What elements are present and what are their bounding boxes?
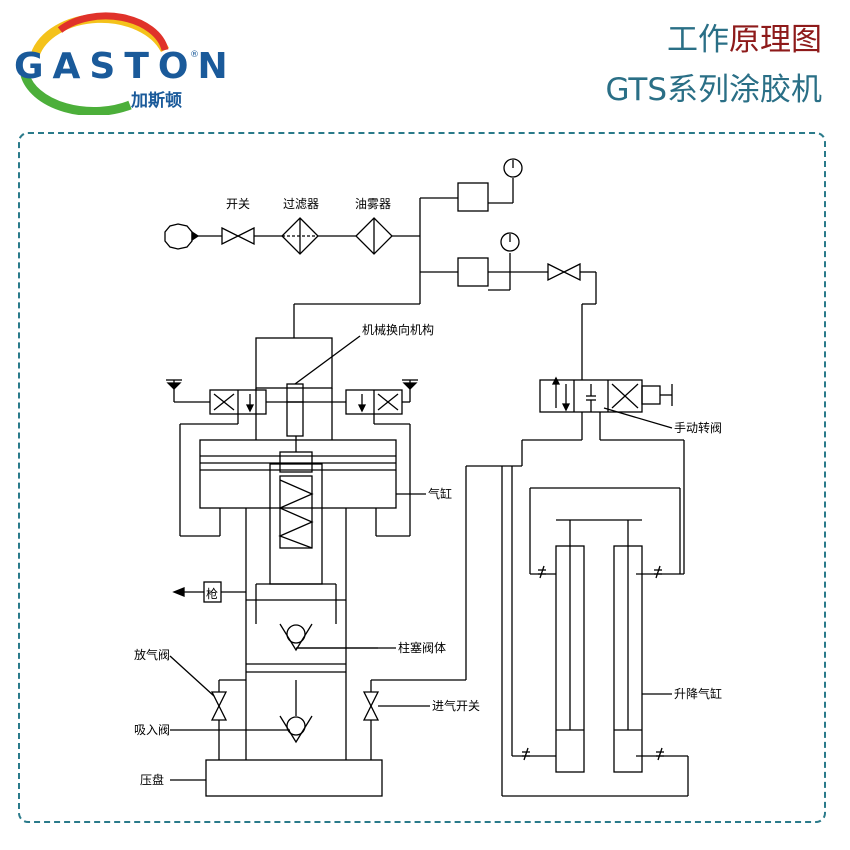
- label-oil-mist: 油雾器: [355, 197, 391, 211]
- right-reversing-valve-icon: [345, 389, 403, 415]
- lift-cylinder-left: [555, 520, 585, 773]
- label-plunger-valve: 柱塞阀体: [398, 640, 446, 655]
- suction-valve-icon: [279, 715, 313, 744]
- title-part2: 原理图: [729, 22, 822, 58]
- left-reversing-valve-icon: [209, 389, 267, 415]
- air-inlet-switch-icon: [362, 691, 380, 721]
- oil-mist-icon: [355, 217, 393, 255]
- label-cylinder: 气缸: [428, 486, 452, 501]
- label-switch: 开关: [226, 197, 250, 211]
- label-manual-valve: 手动转阀: [674, 420, 722, 435]
- switch-valve-icon: [221, 226, 255, 246]
- logo-arc: [20, 12, 169, 115]
- diagram-frame: [18, 132, 826, 823]
- upper-regulator-icon: [457, 158, 523, 212]
- lower-regulator-icon: [457, 232, 548, 291]
- trademark-symbol: ®: [190, 50, 199, 60]
- label-filter: 过滤器: [283, 197, 319, 211]
- bleed-valve-icon: [210, 691, 228, 721]
- flow-control-marks: [522, 565, 664, 761]
- press-plate: [205, 759, 383, 797]
- lift-cylinder-right: [613, 520, 643, 773]
- page-title: 工作原理图: [667, 14, 822, 59]
- title-part1: 工作: [667, 22, 729, 58]
- page-subtitle: GTS系列涂胶机: [605, 72, 822, 108]
- label-mechanical-reversing: 机械换向机构: [362, 322, 434, 337]
- label-lift-cylinder: 升降气缸: [674, 686, 722, 701]
- label-bleed-valve: 放气阀: [134, 647, 170, 662]
- label-suction-valve: 吸入阀: [134, 723, 170, 737]
- air-source-icon: [164, 223, 200, 250]
- filter-icon: [281, 217, 319, 255]
- lower-valve-icon: [547, 262, 581, 282]
- cylinder-body: [199, 439, 397, 509]
- label-press-plate: 压盘: [140, 772, 164, 787]
- label-air-inlet-switch: 进气开关: [432, 698, 480, 713]
- logo-chinese-name: 加斯顿: [131, 91, 182, 111]
- logo-wordmark: GASTON: [14, 46, 237, 87]
- spring-piston: [269, 436, 323, 585]
- manual-valve-icon: [539, 376, 673, 413]
- plunger-valve-icon: [279, 623, 313, 652]
- reversing-rod: [286, 383, 304, 437]
- label-gun: 枪: [206, 586, 218, 601]
